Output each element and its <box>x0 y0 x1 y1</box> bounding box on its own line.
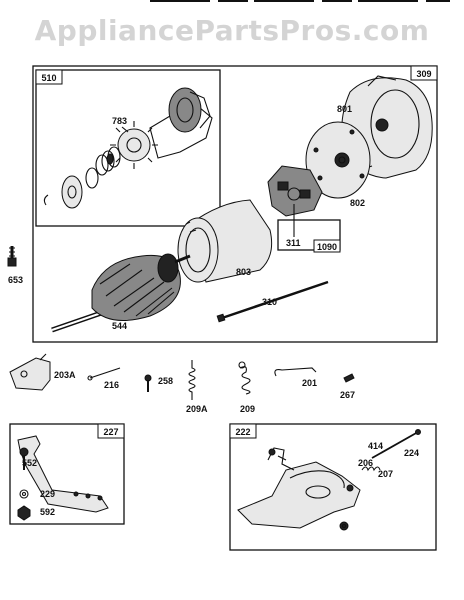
box-tag-309: 309 <box>416 69 431 79</box>
spring-209 <box>238 361 251 395</box>
part-label-552: 552 <box>22 458 37 468</box>
end-plate <box>305 121 371 199</box>
spring-209A <box>188 360 196 400</box>
box-tag-222: 222 <box>235 427 250 437</box>
part-label-801: 801 <box>337 104 352 114</box>
box-tag-1090-frame <box>313 239 341 253</box>
part-label-783: 783 <box>112 116 127 126</box>
link-216 <box>87 367 121 381</box>
part-label-592: 592 <box>40 507 55 517</box>
part-label-216: 216 <box>104 380 119 390</box>
box-tag-510: 510 <box>41 73 56 83</box>
drive-assembly-box <box>35 69 221 227</box>
part-label-201: 201 <box>302 378 317 388</box>
part-label-207: 207 <box>378 469 393 479</box>
box-tag-309-frame <box>410 65 438 81</box>
pinion-gear <box>110 121 158 169</box>
brush-assembly <box>267 165 323 217</box>
governor-spring <box>361 466 381 472</box>
screw-258 <box>144 374 152 392</box>
part-label-209A: 209A <box>186 404 208 414</box>
part-label-229: 229 <box>40 489 55 499</box>
control-plate-assembly <box>237 447 361 531</box>
box-tag-227: 227 <box>103 427 118 437</box>
motor-housing <box>177 199 273 283</box>
link-201 <box>274 367 317 377</box>
part-label-310: 310 <box>262 297 277 307</box>
part-label-803: 803 <box>236 267 251 277</box>
bracket-assembly-box <box>9 423 125 525</box>
screw-267 <box>343 373 355 383</box>
part-label-203A: 203A <box>54 370 76 380</box>
main-assembly-box <box>32 65 438 343</box>
bracket-203A <box>9 353 51 391</box>
part-label-311: 311 <box>286 238 301 248</box>
part-label-209: 209 <box>240 404 255 414</box>
part-label-802: 802 <box>350 198 365 208</box>
control-assembly-box <box>229 423 437 551</box>
box-tag-510-frame <box>35 69 63 85</box>
part-label-414: 414 <box>368 441 383 451</box>
drive-spring <box>95 146 121 176</box>
brush-assembly-box <box>277 219 341 251</box>
part-label-267: 267 <box>340 390 355 400</box>
box-tag-227-frame <box>97 423 125 439</box>
part-label-653: 653 <box>8 275 23 285</box>
rod-224 <box>371 429 421 459</box>
armature <box>51 253 191 333</box>
drive-pinion-assembly <box>43 87 213 209</box>
watermark-text: AppliancePartsPros.com <box>34 14 430 47</box>
thru-bolt <box>216 280 329 323</box>
part-label-224: 224 <box>404 448 419 458</box>
part-label-206: 206 <box>358 458 373 468</box>
speed-control-bracket <box>17 435 109 521</box>
part-label-544: 544 <box>112 321 127 331</box>
part-label-258: 258 <box>158 376 173 386</box>
box-tag-222-frame <box>229 423 257 439</box>
bolt-653 <box>7 246 17 267</box>
box-tag-1090: 1090 <box>317 242 337 252</box>
